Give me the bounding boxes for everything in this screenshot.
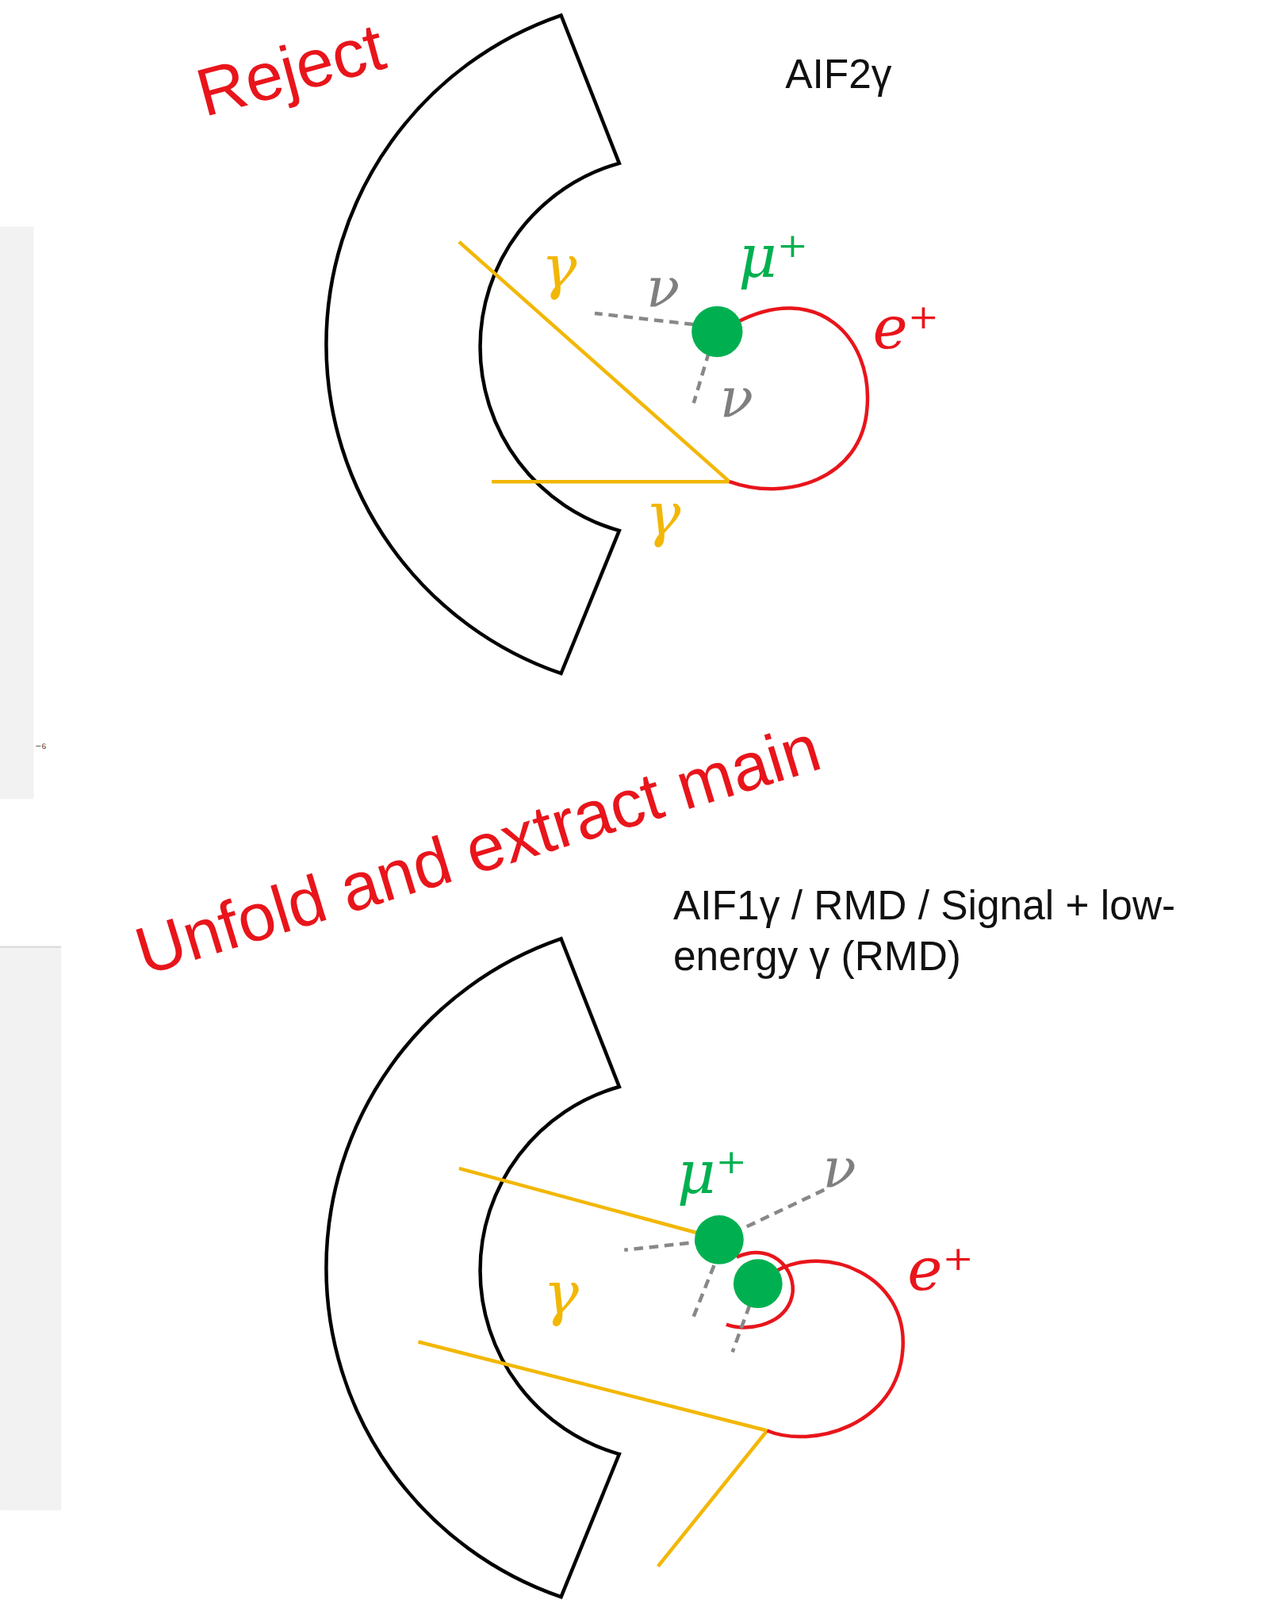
neutrino-symbol: ν	[720, 368, 754, 427]
photon-symbol: γ	[543, 1262, 579, 1325]
cropped-panel	[0, 226, 34, 800]
cropped-exponent: ⁻⁶	[34, 741, 47, 755]
muon-symbol: μ⁺	[738, 226, 809, 288]
neutrino-symbol: ν	[823, 1138, 857, 1197]
process-label: AIF1γ / RMD / Signal + low-energy γ (RMD…	[673, 879, 1245, 982]
neutrino-symbol: ν	[646, 258, 680, 317]
positron-symbol: e⁺	[907, 1238, 974, 1301]
muon-symbol: μ⁺	[677, 1141, 748, 1204]
positron-symbol: e⁺	[873, 297, 940, 360]
process-label: AIF2γ	[785, 52, 892, 96]
aif1-event	[417, 1168, 903, 1567]
photon-symbol: γ	[645, 483, 682, 546]
calorimeter-outline	[325, 938, 619, 1597]
verdict-label: Reject	[189, 10, 392, 128]
photon-symbol: γ	[541, 236, 578, 299]
cropped-panel	[0, 946, 62, 1510]
